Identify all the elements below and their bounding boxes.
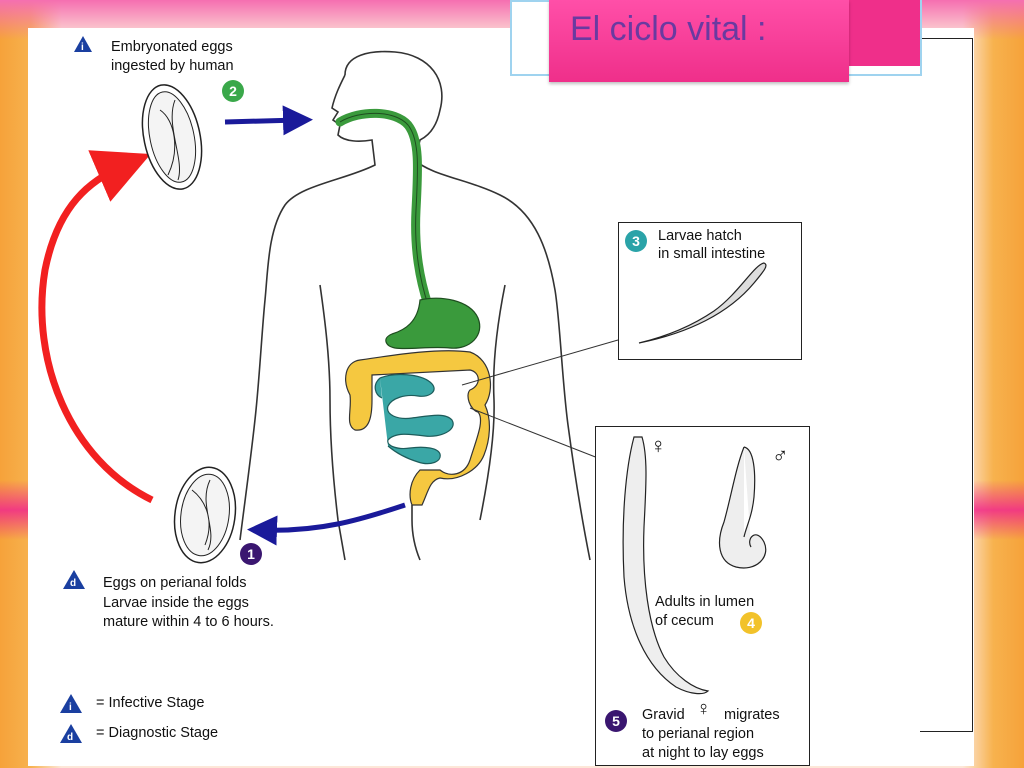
- step-2-line-1: Embryonated eggs: [111, 39, 233, 55]
- larva-illustration: [638, 262, 767, 344]
- arrow-deposition: [247, 502, 406, 546]
- female-symbol: ♀: [650, 433, 667, 458]
- svg-text:i: i: [69, 702, 72, 713]
- svg-text:i: i: [81, 42, 84, 53]
- step-5-badge: 5: [605, 710, 627, 732]
- step-1-line-3: mature within 4 to 6 hours.: [103, 614, 274, 630]
- infective-stage-icon-top: i: [74, 36, 92, 53]
- perianal-egg: [173, 466, 237, 564]
- step-3-line-2: in small intestine: [658, 246, 766, 262]
- leader-line-4: [469, 407, 599, 459]
- legend-infective-icon: i: [60, 694, 82, 713]
- title-box: [549, 0, 849, 82]
- step-1-badge: 1: [240, 543, 262, 565]
- large-intestine: [345, 350, 492, 506]
- male-symbol: ♂: [772, 443, 789, 468]
- step-5-line-2: to perianal region: [642, 726, 755, 742]
- step-5-female-symbol: ♀: [696, 698, 711, 720]
- step-5-line-1: Gravid: [642, 707, 685, 723]
- svg-text:d: d: [70, 578, 76, 589]
- step-1-line-1: Eggs on perianal folds: [103, 575, 247, 591]
- legend-infective-label: = Infective Stage: [96, 695, 205, 711]
- esophagus-outline: [339, 112, 429, 306]
- stomach: [385, 297, 481, 350]
- slide-title: El ciclo vital :: [570, 10, 767, 48]
- step-5-line-3: at night to lay eggs: [642, 745, 764, 761]
- arrow-ingestion: [224, 105, 313, 136]
- legend-diagnostic-label: = Diagnostic Stage: [96, 725, 219, 741]
- step-5-line-1b: migrates: [724, 707, 780, 723]
- svg-text:d: d: [67, 732, 73, 743]
- title-accent: [849, 0, 920, 66]
- small-intestine: [374, 373, 454, 465]
- step-1-line-2: Larvae inside the eggs: [103, 595, 249, 611]
- leader-line-3: [461, 339, 619, 386]
- cycle-arrow: [38, 150, 154, 504]
- adult-worms-panel: [595, 426, 810, 766]
- step-3-line-1: Larvae hatch: [658, 228, 742, 244]
- embryonated-egg: [141, 84, 203, 190]
- legend-diagnostic-icon: d: [60, 724, 82, 743]
- larvae-hatch-panel: [618, 222, 802, 360]
- step-4-line-1: Adults in lumen: [655, 594, 755, 610]
- diagram-frame-edge: [920, 38, 973, 732]
- step-4-line-2: of cecum: [655, 613, 714, 629]
- step-3-badge: 3: [625, 230, 647, 252]
- diagnostic-stage-icon: d: [63, 570, 85, 589]
- step-2-line-2: ingested by human: [111, 58, 234, 74]
- step-4-badge: 4: [740, 612, 762, 634]
- step-2-badge: 2: [222, 80, 244, 102]
- adult-worms-illustration: [622, 436, 767, 695]
